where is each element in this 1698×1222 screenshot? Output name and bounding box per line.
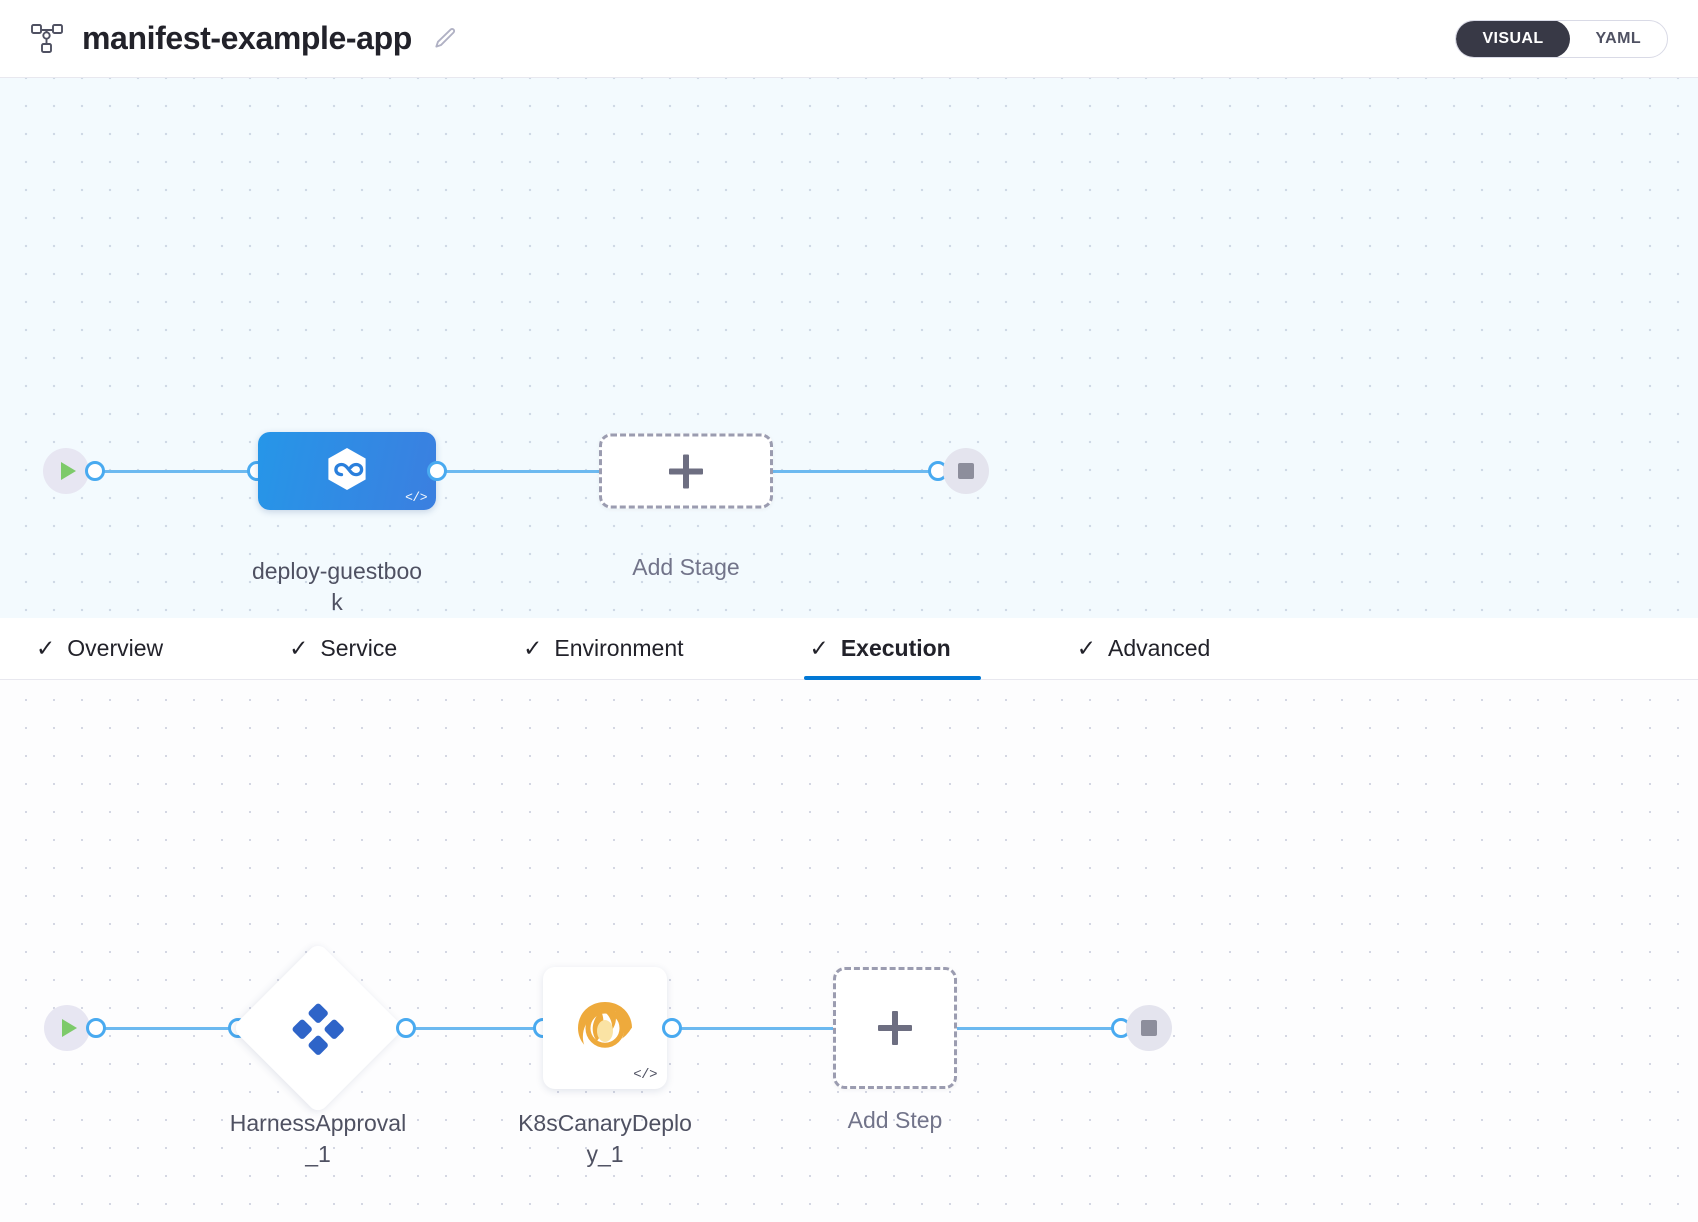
connector-stage-to-add [434,470,604,473]
tab-overview[interactable]: ✓ Overview [30,618,193,679]
connector-addstep-to-end [922,1027,1117,1030]
edit-pencil-icon[interactable] [432,26,458,52]
stage-start-port[interactable] [85,461,105,481]
tab-service[interactable]: ✓ Service [283,618,427,679]
tab-environment[interactable]: ✓ Environment [517,618,713,679]
toggle-yaml-button[interactable]: YAML [1570,21,1667,57]
pipeline-hierarchy-icon [28,20,66,58]
connector-exec-start-to-approval [66,1027,241,1030]
step-label-k8s-canary-deploy: K8sCanaryDeploy_1 [518,1110,692,1168]
plus-icon [669,454,703,488]
plus-icon [878,1011,912,1045]
check-icon: ✓ [809,635,829,661]
check-icon: ✓ [289,635,309,661]
stage-graph-canvas[interactable]: </> deploy-guestbook Add Stage [0,78,1698,618]
check-icon: ✓ [1076,635,1097,661]
tab-environment-label: Environment [554,635,684,661]
add-step-button[interactable] [833,967,957,1089]
harness-cd-hexagon-icon [328,448,366,490]
connector-start-to-stage [64,470,269,473]
tab-execution-label: Execution [840,635,951,661]
tab-overview-label: Overview [67,635,164,661]
page-title: manifest-example-app [82,20,412,56]
stage-yaml-badge[interactable]: </> [405,490,427,505]
step-label-harness-approval: HarnessApproval_1 [229,1110,407,1168]
tab-execution[interactable]: ✓ Execution [803,618,981,680]
stage-node-output-port[interactable] [427,461,447,481]
tab-advanced[interactable]: ✓ Advanced [1071,618,1241,679]
canary-bird-icon [578,1002,632,1048]
add-stage-label: Add Stage [632,554,740,580]
connector-canary-to-addstep [672,1027,857,1030]
execution-graph-canvas[interactable]: HarnessApproval_1 </> K8sCanaryDeploy_1 … [0,680,1698,1222]
harness-approval-icon [289,999,347,1057]
connector-approval-to-canary [405,1027,545,1030]
add-step-label: Add Step [847,1107,943,1133]
view-mode-toggle[interactable]: VISUAL YAML [1455,19,1668,58]
header-left-group: manifest-example-app [28,20,458,58]
app-header: manifest-example-app VISUAL YAML [0,0,1698,78]
connector-add-to-end [770,470,940,473]
canary-output-port[interactable] [662,1018,682,1038]
tab-advanced-label: Advanced [1108,635,1211,661]
add-stage-button[interactable] [599,433,773,509]
stage-config-tabs[interactable]: ✓ Overview ✓ Service ✓ Environment ✓ Exe… [0,618,1698,680]
step-node-harness-approval[interactable] [231,941,405,1115]
stage-node-label: deploy-guestbook [251,558,423,616]
stage-node-deploy-guestbook[interactable]: </> [258,432,436,510]
stop-icon [958,463,974,479]
approval-output-port[interactable] [396,1018,416,1038]
play-icon [60,462,76,480]
execution-end-node[interactable] [1126,1005,1172,1051]
stop-icon [1141,1020,1157,1036]
toggle-visual-button[interactable]: VISUAL [1456,20,1570,57]
check-icon: ✓ [36,635,56,661]
pipeline-end-node[interactable] [943,448,989,494]
pipeline-start-node[interactable] [43,448,89,494]
execution-start-port[interactable] [86,1018,106,1038]
check-icon: ✓ [523,635,543,661]
header-right-group: VISUAL YAML [1455,19,1668,58]
step-node-k8s-canary-deploy[interactable]: </> [543,967,667,1089]
tab-service-label: Service [320,635,398,661]
execution-start-node[interactable] [44,1005,90,1051]
play-icon [61,1019,77,1037]
step-yaml-badge[interactable]: </> [633,1067,657,1083]
